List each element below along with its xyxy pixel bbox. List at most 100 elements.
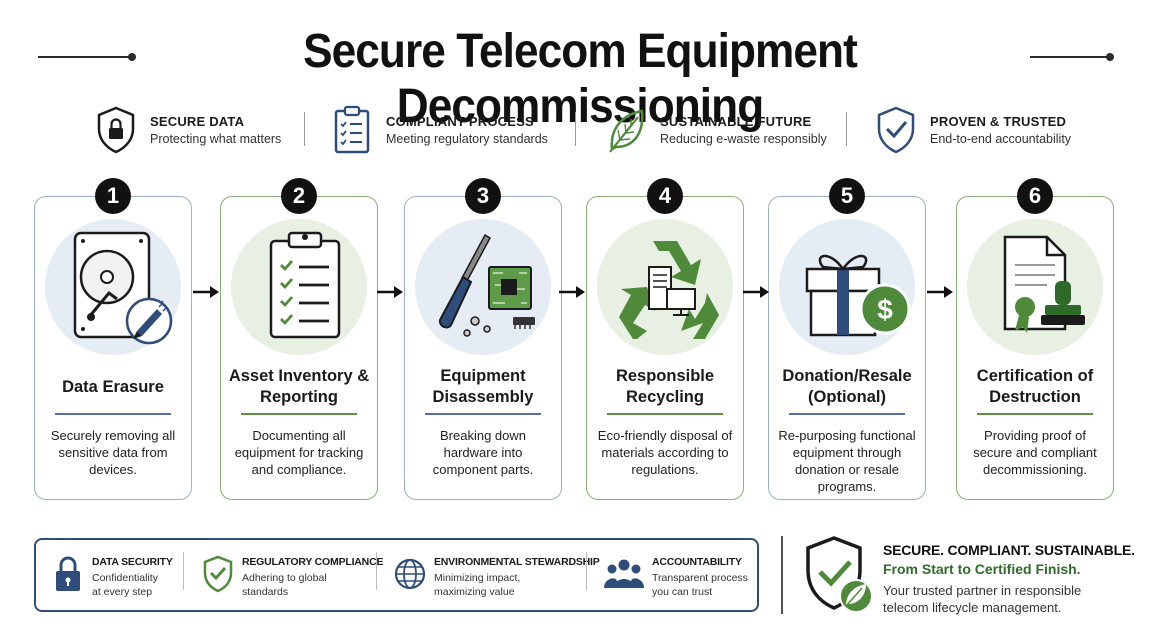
step-title-text: Data Erasure: [62, 377, 164, 396]
step-card-5: $ Donation/Resale (Optional) Re-purposin…: [768, 196, 926, 500]
shield-check-icon: [877, 106, 915, 154]
step-title: Data Erasure: [39, 365, 187, 409]
value-environmental-stewardship: ENVIRONMENTAL STEWARDSHIP Minimizing imp…: [394, 554, 600, 600]
step-desc: Securely removing all sensitive data fro…: [50, 428, 176, 477]
clipboard-icon: [269, 231, 341, 339]
title-rule-dot-left: [128, 53, 136, 61]
pillar-desc: End-to-end accountability: [930, 132, 1072, 146]
value-regulatory-compliance: REGULATORY COMPLIANCE Adhering to global…: [202, 554, 383, 600]
svg-text:$: $: [877, 294, 893, 325]
gift-dollar-icon: $: [805, 254, 911, 337]
pillar-compliant-process: COMPLIANT PROCESS Meeting regulatory sta…: [330, 102, 548, 158]
step-title-text: Asset Inventory & Reporting: [228, 367, 370, 406]
value-divider: [586, 552, 587, 590]
pillar-divider: [846, 112, 847, 146]
shield-leaf-icon: [806, 536, 873, 613]
value-title: ACCOUNTABILITY: [652, 556, 742, 568]
step-badge-1: 1: [95, 178, 131, 214]
step-desc: Eco-friendly disposal of materials accor…: [597, 428, 733, 477]
value-desc: Minimizing impact,: [434, 572, 521, 584]
step-card-6: Certification of Destruction Providing p…: [956, 196, 1114, 500]
padlock-icon: [56, 556, 80, 591]
step-divider: [607, 413, 723, 415]
step-divider: [241, 413, 357, 415]
step-badge-5: 5: [829, 178, 865, 214]
value-desc: standards: [242, 586, 289, 598]
title-rule-left: [38, 56, 130, 58]
shield-lock-icon: [97, 106, 135, 154]
value-desc: you can trust: [652, 586, 713, 598]
value-desc: at every step: [92, 586, 153, 598]
pillar-desc: Protecting what matters: [150, 132, 282, 146]
pillar-title: SECURE DATA: [150, 114, 245, 129]
footer-divider: [781, 536, 783, 614]
step-title-text: Certification of Destruction: [976, 367, 1094, 406]
people-icon: [604, 559, 644, 588]
step-illustration: $: [779, 219, 915, 355]
pillars-row: SECURE DATA Protecting what matters COMP…: [0, 102, 1152, 158]
step-desc: Providing proof of secure and compliant …: [973, 428, 1097, 477]
globe-icon: [394, 558, 426, 590]
value-desc: Confidentiality: [92, 572, 158, 584]
values-panel: DATA SECURITY Confidentiality at every s…: [34, 538, 759, 612]
value-data-security: DATA SECURITY Confidentiality at every s…: [52, 554, 173, 600]
clipboard-checklist-icon: [334, 105, 370, 154]
pillar-desc: Meeting regulatory standards: [386, 132, 548, 146]
title-rule-dot-right: [1106, 53, 1114, 61]
pillar-desc: Reducing e-waste responsibly: [660, 132, 827, 146]
page-title: Secure Telecom Equipment Decommissioning: [303, 25, 858, 133]
step-desc: Breaking down hardware into component pa…: [432, 428, 534, 477]
step-illustration: [967, 219, 1103, 355]
certificate-stamp-icon: [1003, 235, 1085, 333]
arrow-right-icon: [927, 286, 953, 298]
value-desc: Adhering to global: [242, 572, 327, 584]
pillar-divider: [575, 112, 576, 146]
pillar-title: COMPLIANT PROCESS: [386, 114, 534, 129]
step-card-3: Equipment Disassembly Breaking down hard…: [404, 196, 562, 500]
title-row: Secure Telecom Equipment Decommissioning: [0, 18, 1152, 133]
pillar-title: PROVEN & TRUSTED: [930, 114, 1067, 129]
arrow-right-icon: [377, 286, 403, 298]
arrow-right-icon: [193, 286, 219, 298]
step-card-2: Asset Inventory & Reporting Documenting …: [220, 196, 378, 500]
step-title: Equipment Disassembly: [409, 365, 557, 409]
step-title-text: Responsible Recycling: [615, 367, 715, 406]
step-title: Asset Inventory & Reporting: [225, 365, 373, 409]
step-desc: Documenting all equipment for tracking a…: [234, 428, 364, 477]
value-title: ENVIRONMENTAL STEWARDSHIP: [434, 556, 600, 568]
step-illustration: [231, 219, 367, 355]
tagline-primary: SECURE. COMPLIANT. SUSTAINABLE.: [883, 542, 1135, 558]
hard-drive-icon: [73, 231, 173, 345]
leaf-icon: [609, 109, 644, 153]
screwdriver-circuit-icon: [438, 233, 535, 337]
step-divider: [789, 413, 905, 415]
step-badge-2: 2: [281, 178, 317, 214]
value-title: DATA SECURITY: [92, 556, 173, 568]
step-badge-4: 4: [647, 178, 683, 214]
pillar-sustainable-future: SUSTAINABLE FUTURE Reducing e-waste resp…: [604, 102, 827, 158]
step-title-text: Equipment Disassembly: [432, 367, 534, 406]
shield-check-icon: [203, 555, 233, 593]
value-title: REGULATORY COMPLIANCE: [242, 556, 384, 568]
value-accountability: ACCOUNTABILITY Transparent process you c…: [604, 554, 748, 600]
step-badge-3: 3: [465, 178, 501, 214]
title-rule-right: [1030, 56, 1110, 58]
arrow-right-icon: [559, 286, 585, 298]
step-title-text: Donation/Resale (Optional): [782, 367, 912, 406]
value-desc: maximizing value: [434, 586, 515, 598]
tagline-description-line: telecom lifecycle management.: [883, 600, 1062, 615]
tagline-description-line: Your trusted partner in responsible: [883, 583, 1082, 598]
value-divider: [376, 552, 377, 590]
step-illustration: [45, 219, 181, 355]
tagline-description: Your trusted partner in responsible tele…: [883, 582, 1123, 616]
step-badge-6: 6: [1017, 178, 1053, 214]
step-card-1: Data Erasure Securely removing all sensi…: [34, 196, 192, 500]
step-divider: [977, 413, 1093, 415]
step-desc: Re-purposing functional equipment throug…: [778, 428, 916, 494]
step-title: Certification of Destruction: [961, 365, 1109, 409]
tagline-secondary: From Start to Certified Finish.: [883, 561, 1081, 577]
step-divider: [55, 413, 171, 415]
step-illustration: [597, 219, 733, 355]
step-illustration: [415, 219, 551, 355]
step-title: Responsible Recycling: [591, 365, 739, 409]
